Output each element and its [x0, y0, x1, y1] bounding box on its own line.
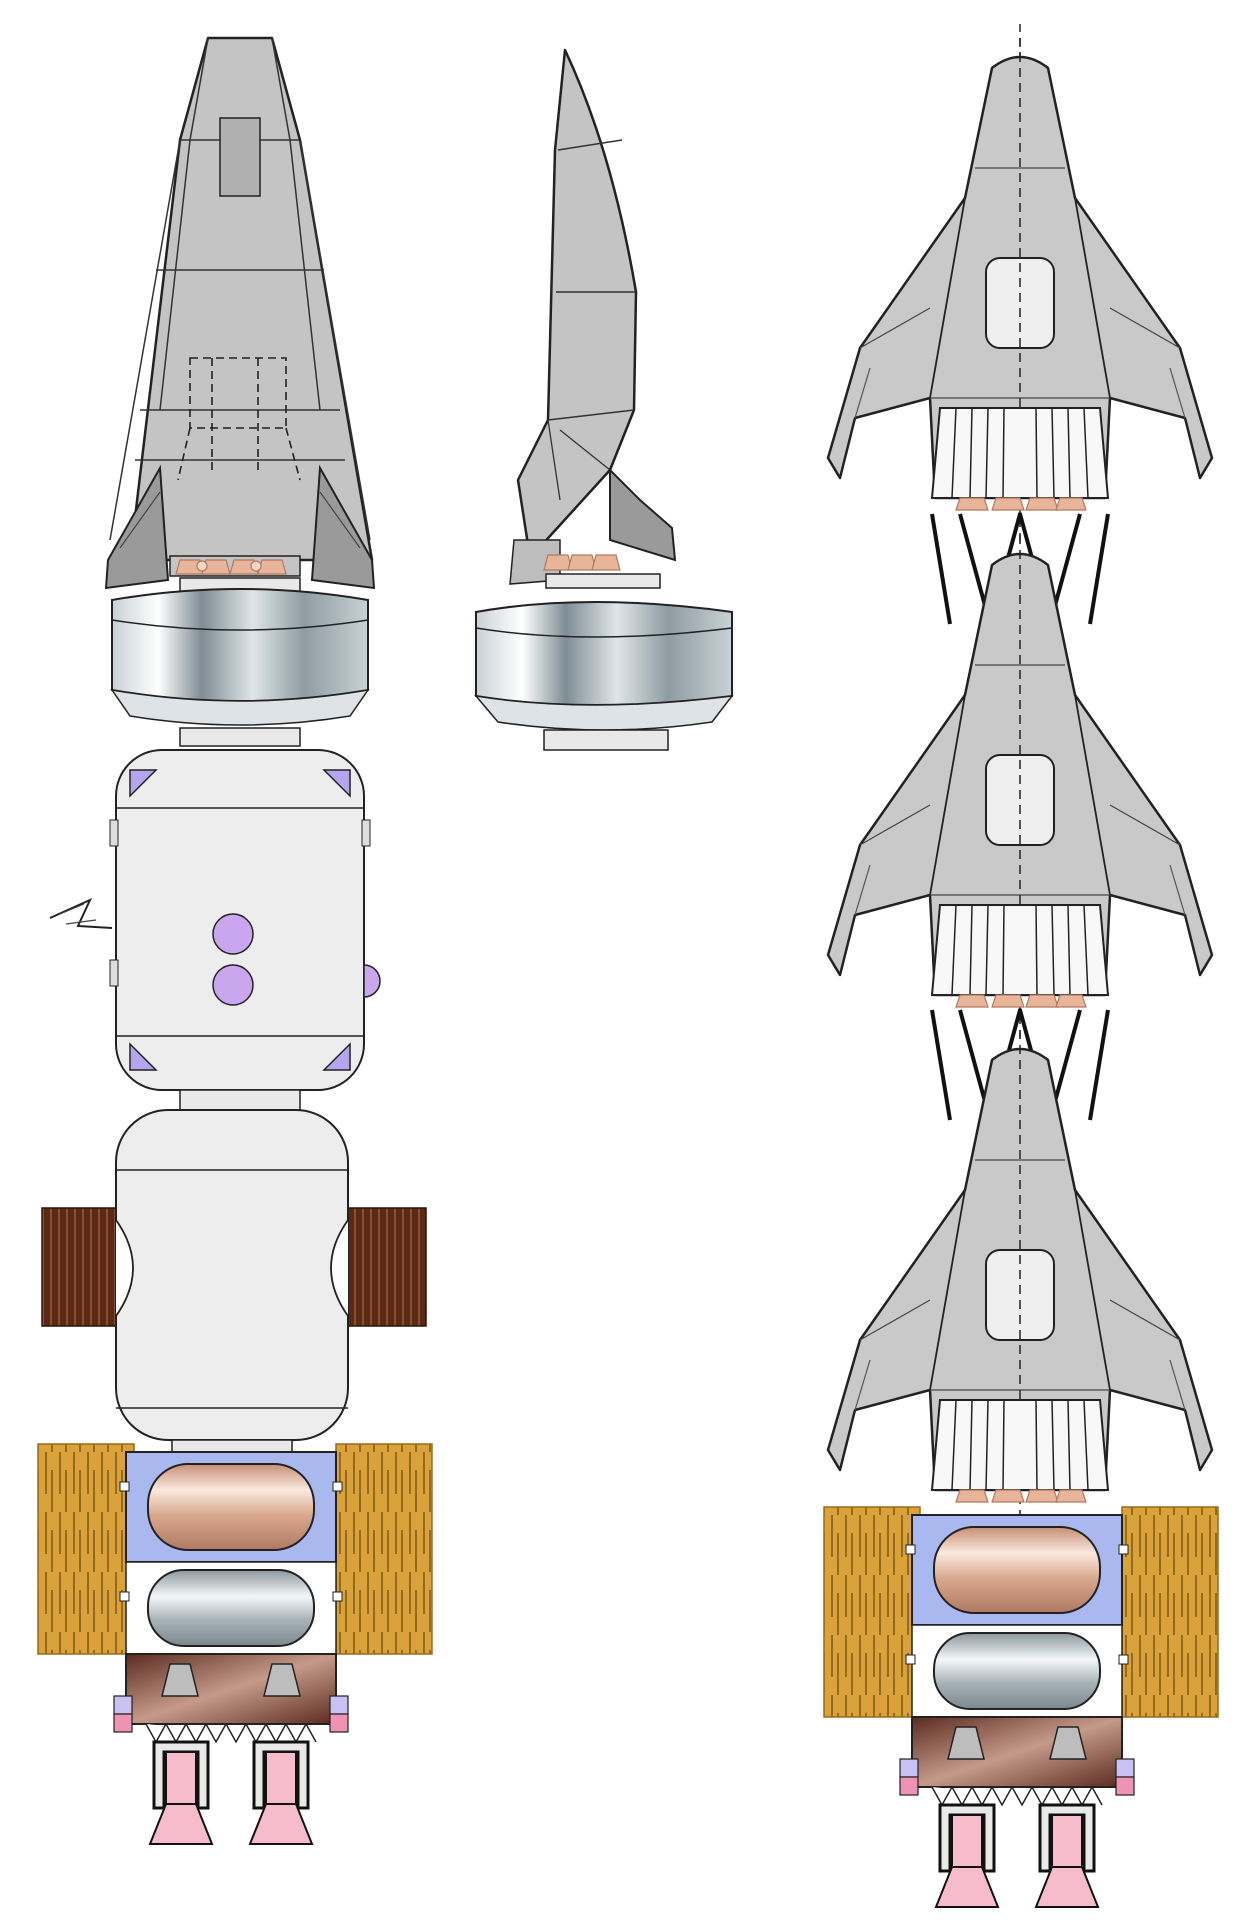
power-module: [41, 1109, 427, 1453]
propellant-engine-stage: [36, 1442, 434, 1846]
spaceplane-top-2: [826, 533, 1214, 1047]
docking-port: [212, 913, 254, 955]
radiator-panel: [41, 1207, 123, 1327]
spaceplane-front: [104, 36, 376, 590]
radiator-panel: [345, 1207, 427, 1327]
nozzle-cluster: [175, 559, 287, 575]
spaceplane-top-1: [826, 36, 1214, 550]
triple-spaceplane-stack-view: [822, 24, 1220, 1909]
propellant-engine-stage-right: [822, 1505, 1220, 1909]
spaceplane-side-view: [474, 48, 734, 751]
spaceplane-top-3: [826, 1028, 1214, 1542]
docking-port: [212, 964, 254, 1006]
service-module: [110, 577, 370, 747]
habitat-module: [49, 749, 381, 1111]
stack-front-view: [36, 36, 434, 1846]
